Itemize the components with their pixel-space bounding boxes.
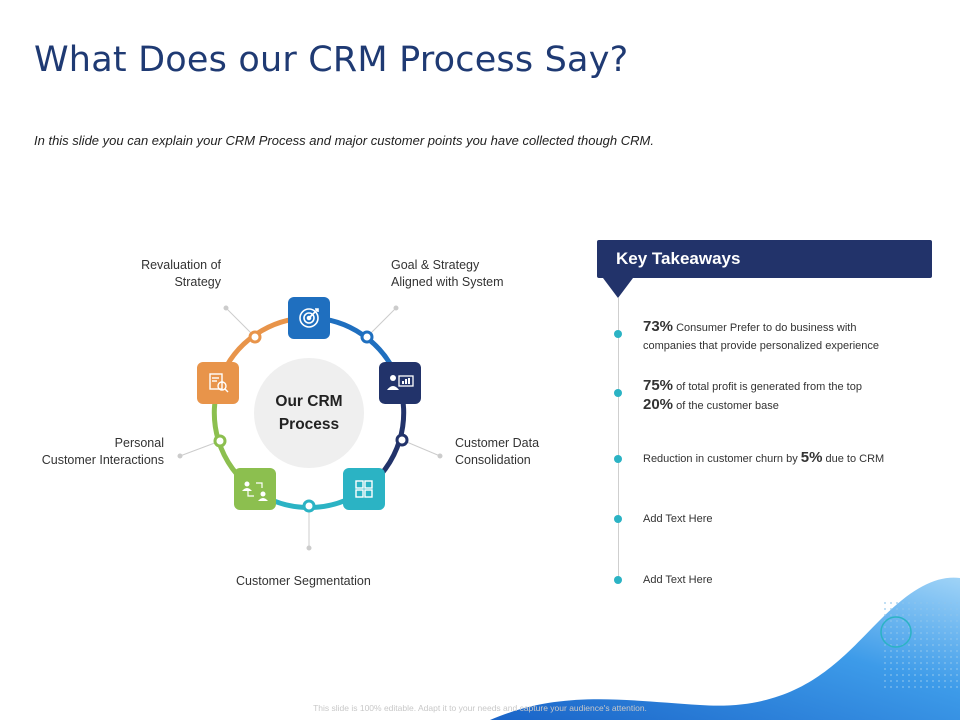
- step-label-segmentation-line1: Customer Segmentation: [236, 574, 371, 588]
- step-label-data-line1: Customer Data: [455, 436, 540, 450]
- connector-end-goal: [393, 305, 399, 311]
- takeaway-item-1: 73% Consumer Prefer to do business with …: [643, 318, 879, 355]
- node-personal: [213, 434, 227, 448]
- takeaway-2-text: of total profit is generated from the to…: [673, 381, 862, 393]
- step-label-data: Customer Data Consolidation: [455, 435, 539, 469]
- takeaway-2-stat: 75%: [643, 377, 674, 394]
- tile-segmentation: [343, 468, 385, 510]
- takeaway-item-5: Add Text Here: [643, 574, 713, 586]
- takeaways-timeline: [618, 298, 619, 583]
- step-label-personal-line2: Customer Interactions: [41, 453, 164, 467]
- takeaway-bullet-3: [614, 455, 622, 463]
- takeaway-bullet-5: [614, 576, 622, 584]
- step-label-revaluation-line1: Revaluation of: [141, 258, 221, 272]
- takeaway-1-stat: 73%: [643, 318, 674, 335]
- target-icon: [299, 308, 319, 328]
- step-label-segmentation: Customer Segmentation: [236, 573, 371, 590]
- node-data: [395, 433, 409, 447]
- review-icon: [209, 373, 229, 393]
- page-title: What Does our CRM Process Say?: [34, 40, 629, 80]
- takeaway-1-text: Consumer Prefer to do business with: [673, 322, 857, 334]
- center-circle: [254, 358, 364, 468]
- connector-end-data: [437, 453, 443, 459]
- node-segmentation: [302, 499, 316, 513]
- center-label-line1: Our CRM: [275, 393, 343, 410]
- node-goal: [360, 330, 374, 344]
- takeaway-bullet-1: [614, 330, 622, 338]
- takeaway-3-stat: 5%: [800, 449, 823, 466]
- takeaway-3-text: due to CRM: [822, 453, 885, 465]
- people-exchange-icon: [242, 481, 268, 501]
- step-label-revaluation-line2: Strategy: [174, 275, 221, 289]
- takeaway-bullet-4: [614, 515, 622, 523]
- connector-personal: [179, 440, 221, 457]
- tile-revaluation: [197, 362, 239, 404]
- takeaway-bullet-2: [614, 389, 622, 397]
- takeaway-2-stat2: 20%: [643, 396, 674, 413]
- takeaway-item-4: Add Text Here: [643, 513, 713, 525]
- key-takeaways-header: Key Takeaways: [597, 240, 932, 278]
- takeaway-1-text2: companies that provide personalized expe…: [643, 340, 880, 352]
- connector-data: [401, 439, 441, 457]
- step-label-goal: Goal & Strategy Aligned with System: [391, 257, 504, 291]
- center-label-line2: Process: [278, 416, 340, 433]
- connector-revaluation: [225, 307, 256, 338]
- connector-end-personal: [177, 453, 183, 459]
- presentation-icon: [387, 375, 414, 390]
- tile-goal: [288, 297, 330, 339]
- connector-end-revaluation: [223, 305, 229, 311]
- footer-note: This slide is 100% editable. Adapt it to…: [313, 703, 647, 713]
- step-label-goal-line1: Goal & Strategy: [391, 258, 480, 272]
- decorative-ring: [880, 616, 912, 648]
- page-subtitle: In this slide you can explain your CRM P…: [34, 133, 654, 148]
- step-label-personal: Personal Customer Interactions: [20, 435, 164, 469]
- step-label-goal-line2: Aligned with System: [391, 275, 504, 289]
- takeaway-2-text2: of the customer base: [673, 400, 779, 412]
- cycle-center-label: Our CRM Process: [254, 390, 364, 436]
- connector-goal: [366, 307, 397, 338]
- node-revaluation: [248, 330, 262, 344]
- step-label-data-line2: Consolidation: [455, 453, 531, 467]
- tile-data: [379, 362, 421, 404]
- grid-icon: [355, 480, 373, 498]
- takeaway-item-2: 75% of total profit is generated from th…: [643, 377, 862, 415]
- step-label-personal-line1: Personal: [114, 436, 164, 450]
- takeaway-item-3: Reduction in customer churn by 5% due to…: [643, 449, 884, 468]
- key-takeaways-pointer: [603, 278, 633, 298]
- takeaway-3-pre: Reduction in customer churn by: [643, 453, 801, 465]
- connector-end-segmentation: [306, 545, 312, 551]
- step-label-revaluation: Revaluation of Strategy: [70, 257, 221, 291]
- tile-personal: [234, 468, 276, 510]
